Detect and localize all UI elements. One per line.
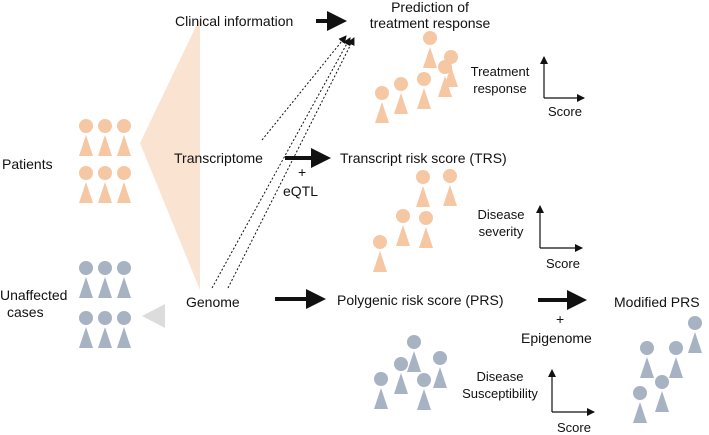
treatment-person-icon <box>375 86 389 123</box>
susceptibility-person-icon <box>394 357 408 394</box>
susceptibility-axes <box>548 369 595 416</box>
treatment-person-icon <box>423 31 437 68</box>
severity-axis-ylabel-line1: Disease <box>477 207 525 222</box>
severity-axis-ylabel-line2: severity <box>478 224 524 239</box>
trs-label: Transcript risk score (TRS) <box>340 150 507 166</box>
patient-person-icon <box>117 119 131 156</box>
susceptibility-axis-xlabel: Score <box>557 420 591 435</box>
severity-person-icon <box>443 169 457 206</box>
prediction-label-line2: treatment response <box>369 15 491 31</box>
unaffected-person-icon <box>98 311 112 348</box>
patients-label: Patients <box>2 156 53 172</box>
modified-prs-person-icon <box>688 316 702 353</box>
unaffected-label-line2: cases <box>7 304 44 320</box>
eqtl-plus: + <box>298 164 307 180</box>
dotted-arrow-genome-to-prediction-2 <box>227 37 355 289</box>
severity-person-icon <box>396 209 410 246</box>
genome-label: Genome <box>186 294 240 310</box>
susceptibility-axis-ylabel-line1: Disease <box>476 369 524 384</box>
treatment-axis-ylabel-line1: Treatment <box>470 64 530 79</box>
susceptibility-axis-ylabel-line2: Susceptibility <box>462 386 538 401</box>
modified-prs-person-icon <box>655 375 669 412</box>
unaffected-funnel <box>142 304 165 328</box>
severity-person-icon <box>373 235 387 272</box>
unaffected-person-icon <box>79 261 93 298</box>
unaffected-label-line1: Unaffected <box>0 287 68 303</box>
people-layer <box>79 31 702 423</box>
prs-label: Polygenic risk score (PRS) <box>337 292 504 308</box>
treatment-person-icon <box>438 60 452 97</box>
treatment-axis-ylabel-line2: response <box>473 81 527 96</box>
severity-person-icon <box>419 211 433 248</box>
patient-funnel <box>140 18 200 290</box>
epigenome-label: Epigenome <box>521 330 592 346</box>
patient-person-icon <box>98 119 112 156</box>
unaffected-person-icon <box>79 311 93 348</box>
patient-person-icon <box>117 166 131 203</box>
susceptibility-person-icon <box>407 335 421 372</box>
susceptibility-person-icon <box>417 373 431 410</box>
patient-person-icon <box>98 166 112 203</box>
patient-person-icon <box>79 166 93 203</box>
prediction-label-line1: Prediction of <box>391 0 469 15</box>
treatment-axes <box>540 56 585 102</box>
modified-prs-person-icon <box>669 341 683 378</box>
treatment-person-icon <box>394 77 408 114</box>
severity-axis-xlabel: Score <box>546 256 580 271</box>
severity-axes <box>536 205 583 252</box>
severity-person-icon <box>416 170 430 207</box>
susceptibility-person-icon <box>374 372 388 409</box>
unaffected-person-icon <box>117 261 131 298</box>
unaffected-person-icon <box>98 261 112 298</box>
susceptibility-person-icon <box>433 351 447 388</box>
eqtl-label: eQTL <box>283 183 319 199</box>
modified-prs-person-icon <box>640 341 654 378</box>
treatment-person-icon <box>417 72 431 109</box>
modified-prs-label: Modified PRS <box>614 294 700 310</box>
epigenome-plus: + <box>556 311 565 327</box>
patient-person-icon <box>79 119 93 156</box>
transcriptome-label: Transcriptome <box>174 150 263 166</box>
modified-prs-person-icon <box>633 386 647 423</box>
clinical-information-label: Clinical information <box>175 13 294 29</box>
dotted-arrow-genome-to-prediction-1 <box>211 37 351 289</box>
unaffected-person-icon <box>117 311 131 348</box>
treatment-axis-xlabel: Score <box>548 104 582 119</box>
dotted-arrow-transcriptome-to-prediction <box>261 35 347 141</box>
